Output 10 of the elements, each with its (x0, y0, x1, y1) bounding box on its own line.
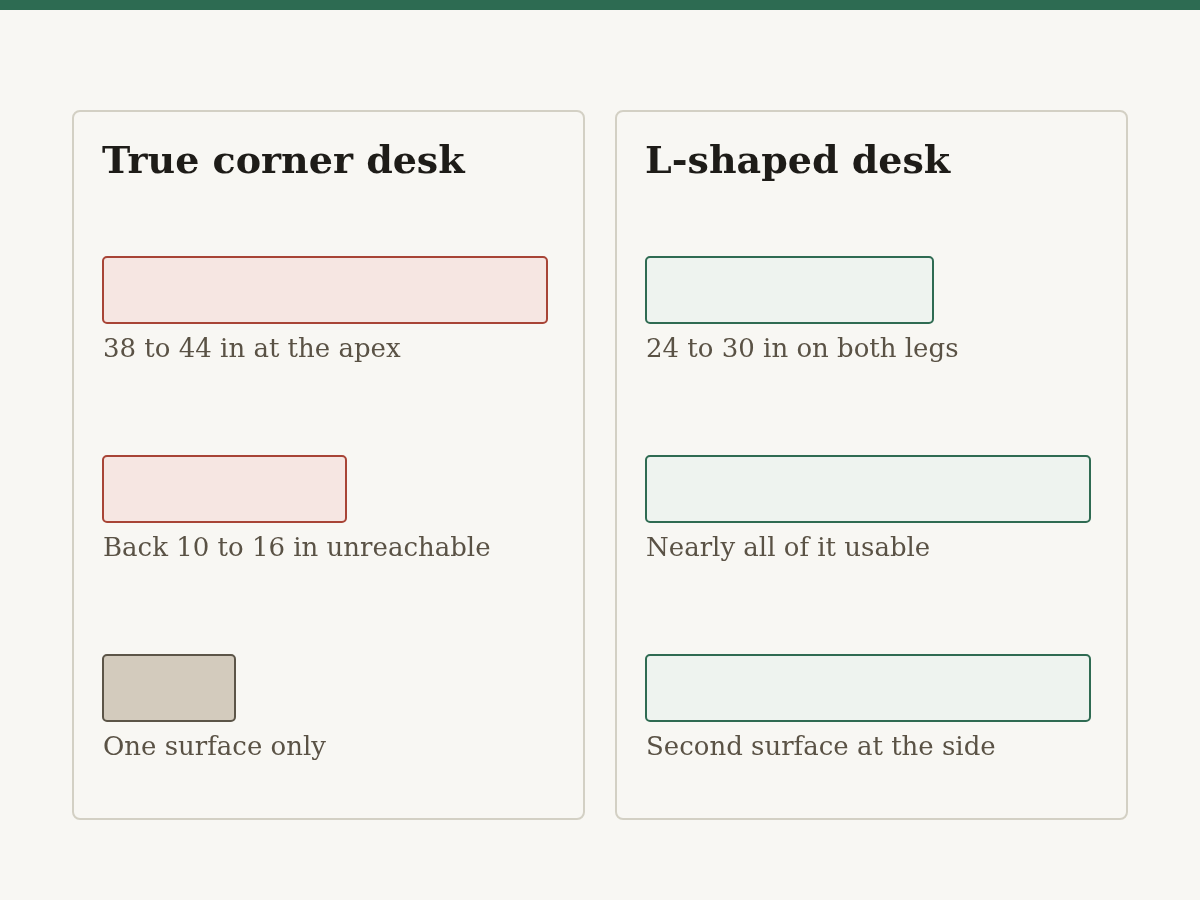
bar-caption: 24 to 30 in on both legs (646, 332, 959, 364)
comparison-panel (72, 110, 585, 820)
bar-caption: Back 10 to 16 in unreachable (103, 531, 491, 563)
bar-caption: Second surface at the side (646, 730, 996, 762)
bar-caption: One surface only (103, 730, 326, 762)
bar-caption: 38 to 44 in at the apex (103, 332, 401, 364)
panel-heading: L-shaped desk (645, 138, 951, 182)
bar-caption: Nearly all of it usable (646, 531, 931, 563)
comparison-panel (615, 110, 1128, 820)
panel-heading: True corner desk (102, 138, 465, 182)
